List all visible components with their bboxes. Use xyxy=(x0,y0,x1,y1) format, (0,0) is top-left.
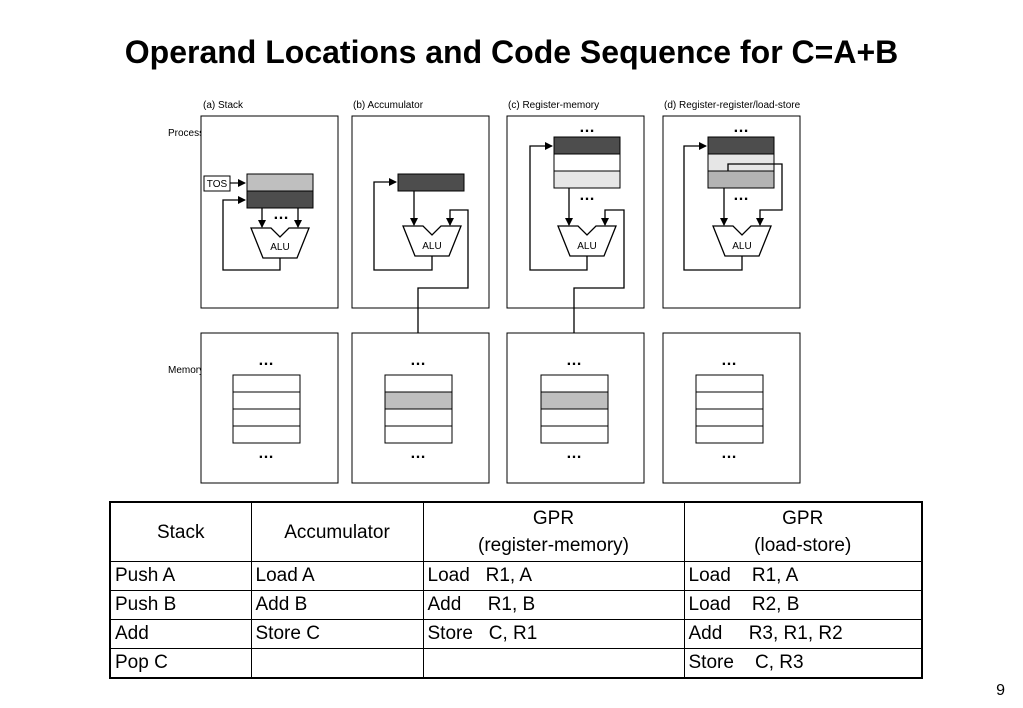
memory-ellipsis-bottom: … xyxy=(721,445,737,462)
alu-label: ALU xyxy=(577,241,596,252)
memory-ellipsis-bottom: … xyxy=(410,445,426,462)
table-cell xyxy=(422,648,685,679)
memory-cell xyxy=(232,374,301,393)
table-cell: Store C, R3 xyxy=(683,648,923,679)
table-cell: Add xyxy=(109,619,252,649)
memory-cell xyxy=(695,408,764,427)
processor-box xyxy=(200,115,339,309)
register-1 xyxy=(707,136,775,155)
memory-ellipsis-top: … xyxy=(410,352,426,369)
memory-cell xyxy=(232,425,301,444)
alu-label: ALU xyxy=(732,241,751,252)
memory-cell xyxy=(384,425,453,444)
register-2 xyxy=(553,153,621,172)
architecture-diagram: Processor Memory (a) Stack (b) Accumulat… xyxy=(168,100,801,484)
memory-cell xyxy=(695,425,764,444)
table-cell: Load R1, A xyxy=(683,561,923,591)
table-cell xyxy=(250,648,424,679)
processor-box xyxy=(351,115,490,309)
memory-cell-operand xyxy=(540,391,609,410)
tos-label: TOS xyxy=(207,179,228,190)
alu-shape xyxy=(250,227,310,259)
memory-ellipsis-top: … xyxy=(258,352,274,369)
memory-cell xyxy=(540,425,609,444)
memory-cell xyxy=(540,408,609,427)
panel-stack: TOS … ALU … … xyxy=(200,115,339,484)
alu-label: ALU xyxy=(422,241,441,252)
table-cell: Push B xyxy=(109,590,252,620)
memory-cell xyxy=(232,391,301,410)
page-number: 9 xyxy=(996,682,1005,699)
accumulator-register xyxy=(397,173,465,192)
register-ellipsis-top: … xyxy=(579,119,595,136)
table-cell: Add R3, R1, R2 xyxy=(683,619,923,649)
register-3 xyxy=(553,170,621,189)
stack-register-second xyxy=(246,190,314,209)
header-stack: Stack xyxy=(109,501,252,562)
table-cell: Add R1, B xyxy=(422,590,685,620)
memory-cell xyxy=(695,391,764,410)
panel-d-title: (d) Register-register/load-store xyxy=(664,100,801,111)
memory-cell-operand xyxy=(384,391,453,410)
memory-label: Memory xyxy=(168,365,204,376)
alu-shape xyxy=(557,225,617,257)
table-cell: Push A xyxy=(109,561,252,591)
panel-load-store: … … ALU … … xyxy=(662,115,801,484)
memory-ellipsis-top: … xyxy=(721,352,737,369)
header-line: Accumulator xyxy=(284,521,390,543)
memory-ellipsis-bottom: … xyxy=(566,445,582,462)
stack-ellipsis: … xyxy=(273,206,289,223)
header-line: GPR xyxy=(782,508,824,529)
header-accumulator: Accumulator xyxy=(250,501,424,562)
register-3 xyxy=(707,170,775,189)
memory-ellipsis-bottom: … xyxy=(258,445,274,462)
register-ellipsis-top: … xyxy=(733,119,749,136)
register-ellipsis-bottom: … xyxy=(579,187,595,204)
header-line: Stack xyxy=(156,521,205,543)
panel-b-title: (b) Accumulator xyxy=(353,100,424,111)
processor-label: Processor xyxy=(168,128,214,139)
panel-c-title: (c) Register-memory xyxy=(508,100,599,111)
header-gpr-register-memory: GPR (register-memory) xyxy=(422,501,685,562)
memory-cell xyxy=(384,374,453,393)
header-line: GPR xyxy=(532,508,575,529)
alu-shape xyxy=(712,225,772,257)
memory-ellipsis-top: … xyxy=(566,352,582,369)
table-row: Push B Add B Add R1, B Load R2, B xyxy=(109,590,923,620)
header-subline: (register-memory) xyxy=(478,535,629,556)
header-subline: (load-store) xyxy=(754,535,852,556)
stack-register-top xyxy=(246,173,314,192)
alu-label: ALU xyxy=(270,242,289,253)
table-row: Pop C Store C, R3 xyxy=(109,648,923,679)
table-cell: Add B xyxy=(250,590,424,620)
panel-accumulator: ALU … … xyxy=(351,115,490,484)
table-row: Add Store C Store C, R1 Add R3, R1, R2 xyxy=(109,619,923,649)
panel-a-title: (a) Stack xyxy=(203,100,244,111)
panel-register-memory: … … ALU … … xyxy=(506,115,645,484)
memory-cell xyxy=(540,374,609,393)
table-row: Push A Load A Load R1, A Load R1, A xyxy=(109,561,923,591)
table-cell: Store C, R1 xyxy=(422,619,685,649)
code-sequence-table: Stack Accumulator GPR (register-memory) G… xyxy=(109,501,923,679)
table-cell: Store C xyxy=(250,619,424,649)
memory-cell xyxy=(384,408,453,427)
register-1 xyxy=(553,136,621,155)
alu-shape xyxy=(402,225,462,257)
table-header-row: Stack Accumulator GPR (register-memory) G… xyxy=(109,501,923,562)
header-gpr-load-store: GPR (load-store) xyxy=(683,501,923,562)
register-ellipsis-bottom: … xyxy=(733,187,749,204)
table-cell: Load A xyxy=(250,561,424,591)
memory-cell xyxy=(695,374,764,393)
table-cell: Load R1, A xyxy=(422,561,685,591)
table-cell: Pop C xyxy=(109,648,252,679)
memory-cell xyxy=(232,408,301,427)
register-2 xyxy=(707,153,775,172)
table-cell: Load R2, B xyxy=(683,590,923,620)
slide-title: Operand Locations and Code Sequence for … xyxy=(124,34,899,70)
